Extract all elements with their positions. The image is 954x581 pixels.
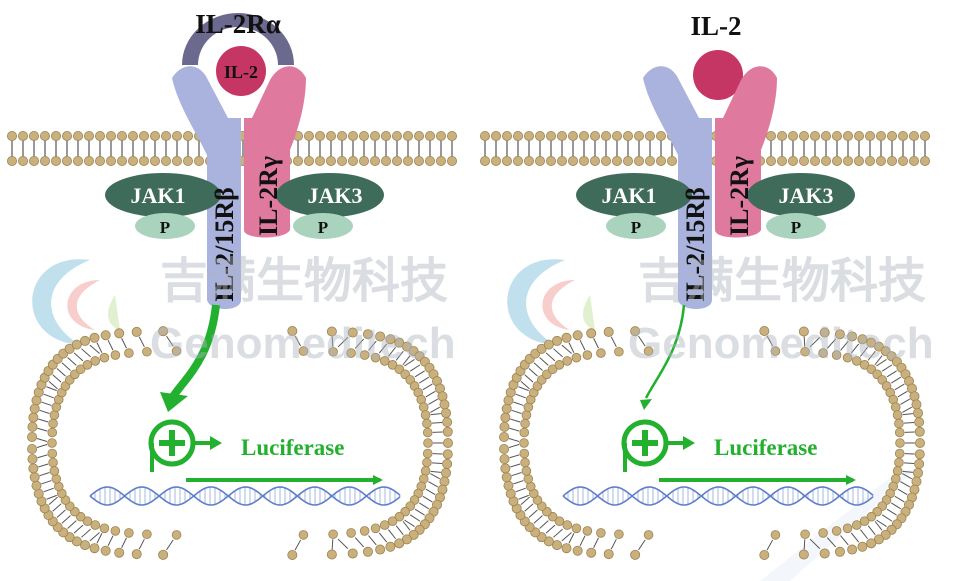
il2rg-subunit <box>715 66 777 238</box>
watermark-chinese-left: 吉满生物科技 <box>160 255 448 308</box>
nuclear-membrane <box>499 326 926 560</box>
il2-ligand <box>693 50 743 100</box>
jak1-p-label: P <box>631 218 641 237</box>
signal-arrow-strong-head <box>160 392 188 412</box>
jak3-p-label: P <box>318 218 328 237</box>
il2rb-label: IL-2/15Rβ <box>681 187 710 302</box>
jak1-p-label: P <box>160 218 170 237</box>
jak3-phospho <box>766 213 826 239</box>
watermark-english-left: Genomeditech <box>150 319 456 368</box>
il2-title-label: IL-2 <box>690 11 741 41</box>
il2-ligand <box>216 46 266 96</box>
signal-arrow-weak <box>644 304 686 399</box>
right-panel-intermediate-affinity: IL-2 JAK1 P JAK3 P IL-2/15Rβ IL-2Rγ Luci… <box>562 11 874 506</box>
il2rb-label: IL-2/15Rβ <box>210 187 239 302</box>
jak1-phospho <box>135 213 195 239</box>
jak3-label: JAK3 <box>779 183 834 208</box>
jak1-label: JAK1 <box>131 183 186 208</box>
jak3-kinase <box>276 173 384 217</box>
il2rg-subunit <box>244 66 306 238</box>
left-panel-high-affinity: IL-2Rα IL-2 JAK1 P JAK3 P IL-2/15Rβ IL-2… <box>89 9 401 506</box>
il2rg-label: IL-2Rγ <box>725 156 754 236</box>
jak1-phospho <box>606 213 666 239</box>
dna-helix <box>562 486 874 506</box>
signal-arrow-strong <box>168 304 220 401</box>
luciferase-label: Luciferase <box>241 435 344 460</box>
il2rb-subunit <box>643 66 712 309</box>
watermark-english-right: Genomeditech <box>628 319 934 368</box>
nuclear-membrane <box>27 326 453 560</box>
watermark-logo <box>32 259 120 345</box>
signal-arrow-weak-head <box>640 399 652 410</box>
jak3-p-label: P <box>791 218 801 237</box>
il2ra-subunit <box>182 13 294 65</box>
jak3-kinase <box>747 173 855 217</box>
il2rg-label: IL-2Rγ <box>254 156 283 236</box>
watermark-chinese-right: 吉满生物科技 <box>638 255 926 308</box>
watermark <box>32 259 915 581</box>
jak1-kinase <box>105 173 221 217</box>
luciferase-label: Luciferase <box>714 435 817 460</box>
dna-helix <box>89 486 401 506</box>
il2rb-subunit <box>172 66 241 309</box>
jak1-label: JAK1 <box>602 183 657 208</box>
promoter <box>148 419 222 472</box>
watermark-stripe <box>760 470 915 581</box>
il2-label: IL-2 <box>224 62 258 82</box>
il2ra-label: IL-2Rα <box>195 9 281 39</box>
jak3-phospho <box>293 213 353 239</box>
promoter <box>621 419 695 472</box>
jak3-label: JAK3 <box>308 183 363 208</box>
jak1-kinase <box>576 173 692 217</box>
watermark-logo <box>507 259 595 345</box>
watermark-text: 吉满生物科技 Genomeditech 吉满生物科技 Genomeditech <box>150 255 934 368</box>
